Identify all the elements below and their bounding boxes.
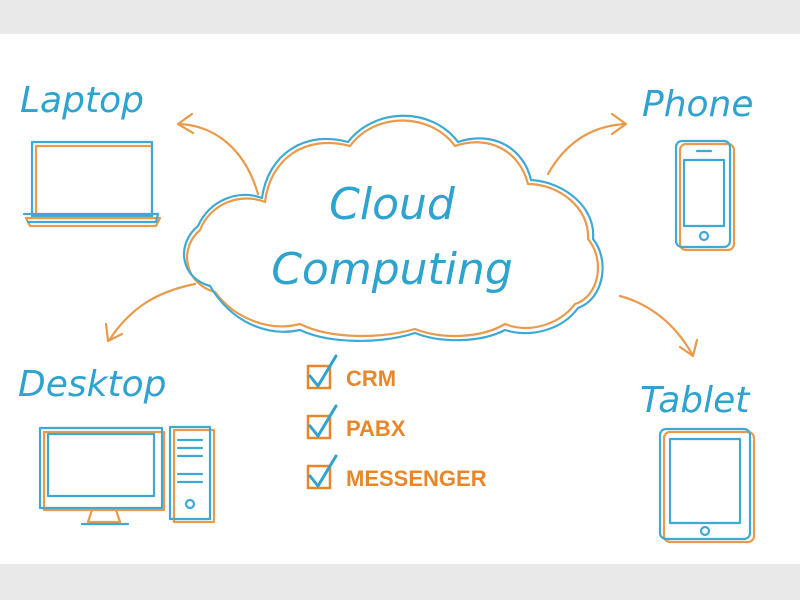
arrow-to-phone	[546, 112, 628, 176]
checkbox-checked-icon	[306, 464, 332, 490]
cloud-title-line2: Computing	[271, 244, 513, 295]
checkbox-checked-icon	[306, 364, 332, 390]
laptop-label: Laptop	[20, 80, 144, 121]
checklist: CRM PABX MESSENGER	[306, 354, 487, 491]
desktop-icon	[38, 425, 216, 526]
phone-icon	[674, 139, 736, 252]
checklist-item-label: MESSENGER	[346, 466, 487, 491]
phone-label: Phone	[642, 84, 754, 125]
checklist-item: MESSENGER	[306, 454, 487, 491]
checklist-item: CRM	[306, 354, 396, 391]
diagram-canvas: Cloud Computing Laptop Phone Desktop	[0, 34, 800, 564]
checklist-item-label: PABX	[346, 416, 406, 441]
arrow-to-laptop	[176, 112, 260, 196]
desktop-label: Desktop	[18, 364, 166, 405]
arrow-to-desktop	[104, 282, 197, 343]
checklist-item: PABX	[306, 404, 406, 441]
cloud-title-line1: Cloud	[329, 179, 456, 230]
tablet-icon	[658, 427, 756, 544]
checkbox-checked-icon	[306, 414, 332, 440]
tablet-label: Tablet	[640, 380, 751, 421]
checklist-item-label: CRM	[346, 366, 396, 391]
laptop-icon	[22, 140, 162, 228]
cloud-icon: Cloud Computing	[182, 114, 604, 342]
arrow-to-tablet	[618, 294, 699, 358]
cloud-computing-diagram: Cloud Computing Laptop Phone Desktop	[18, 80, 756, 544]
